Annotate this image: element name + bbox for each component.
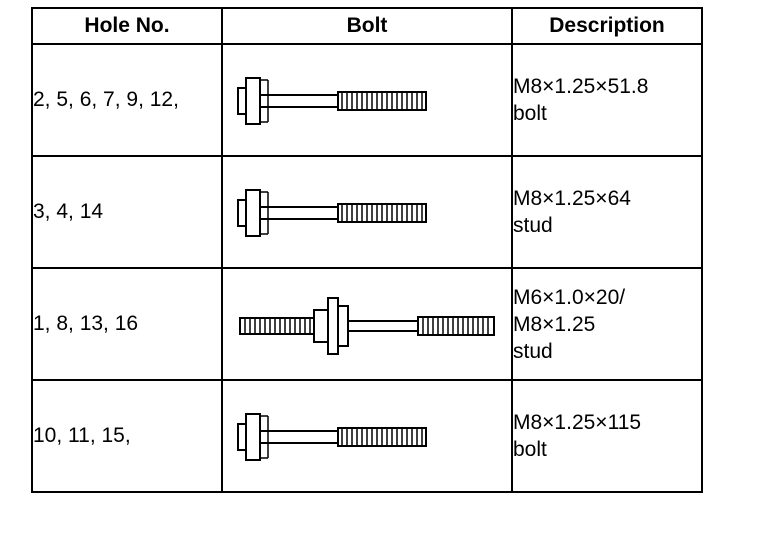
header-hole-no: Hole No.	[32, 8, 222, 44]
header-row: Hole No. Bolt Description	[32, 8, 702, 44]
description-line: M8×1.25	[513, 311, 701, 338]
hole-numbers: 10, 11, 15,	[32, 380, 222, 492]
bolt-image-cell	[222, 380, 512, 492]
description: M6×1.0×20/ M8×1.25 stud	[512, 268, 702, 380]
description-line: stud	[513, 338, 701, 365]
header-description: Description	[512, 8, 702, 44]
bolt-image-cell	[222, 268, 512, 380]
description-line: M8×1.25×115	[513, 409, 701, 436]
description-line: M8×1.25×51.8	[513, 73, 701, 100]
table-row: 3, 4, 14	[32, 156, 702, 268]
flange-bolt-icon	[223, 382, 511, 490]
hole-numbers: 3, 4, 14	[32, 156, 222, 268]
bolt-table: Hole No. Bolt Description 2, 5, 6, 7, 9,…	[31, 7, 703, 493]
hole-numbers: 2, 5, 6, 7, 9, 12,	[32, 44, 222, 156]
description-line: bolt	[513, 436, 701, 463]
table-row: 2, 5, 6, 7, 9, 12,	[32, 44, 702, 156]
description-line: stud	[513, 212, 701, 239]
description: M8×1.25×115 bolt	[512, 380, 702, 492]
table-row: 1, 8, 13, 16	[32, 268, 702, 380]
double-end-stud-icon	[223, 270, 511, 378]
description: M8×1.25×64 stud	[512, 156, 702, 268]
description-line: M6×1.0×20/	[513, 284, 701, 311]
flange-bolt-icon	[223, 158, 511, 266]
header-bolt: Bolt	[222, 8, 512, 44]
bolt-image-cell	[222, 44, 512, 156]
flange-bolt-icon	[223, 46, 511, 154]
description-line: M8×1.25×64	[513, 185, 701, 212]
table-row: 10, 11, 15,	[32, 380, 702, 492]
hole-numbers: 1, 8, 13, 16	[32, 268, 222, 380]
bolt-image-cell	[222, 156, 512, 268]
description: M8×1.25×51.8 bolt	[512, 44, 702, 156]
description-line: bolt	[513, 100, 701, 127]
